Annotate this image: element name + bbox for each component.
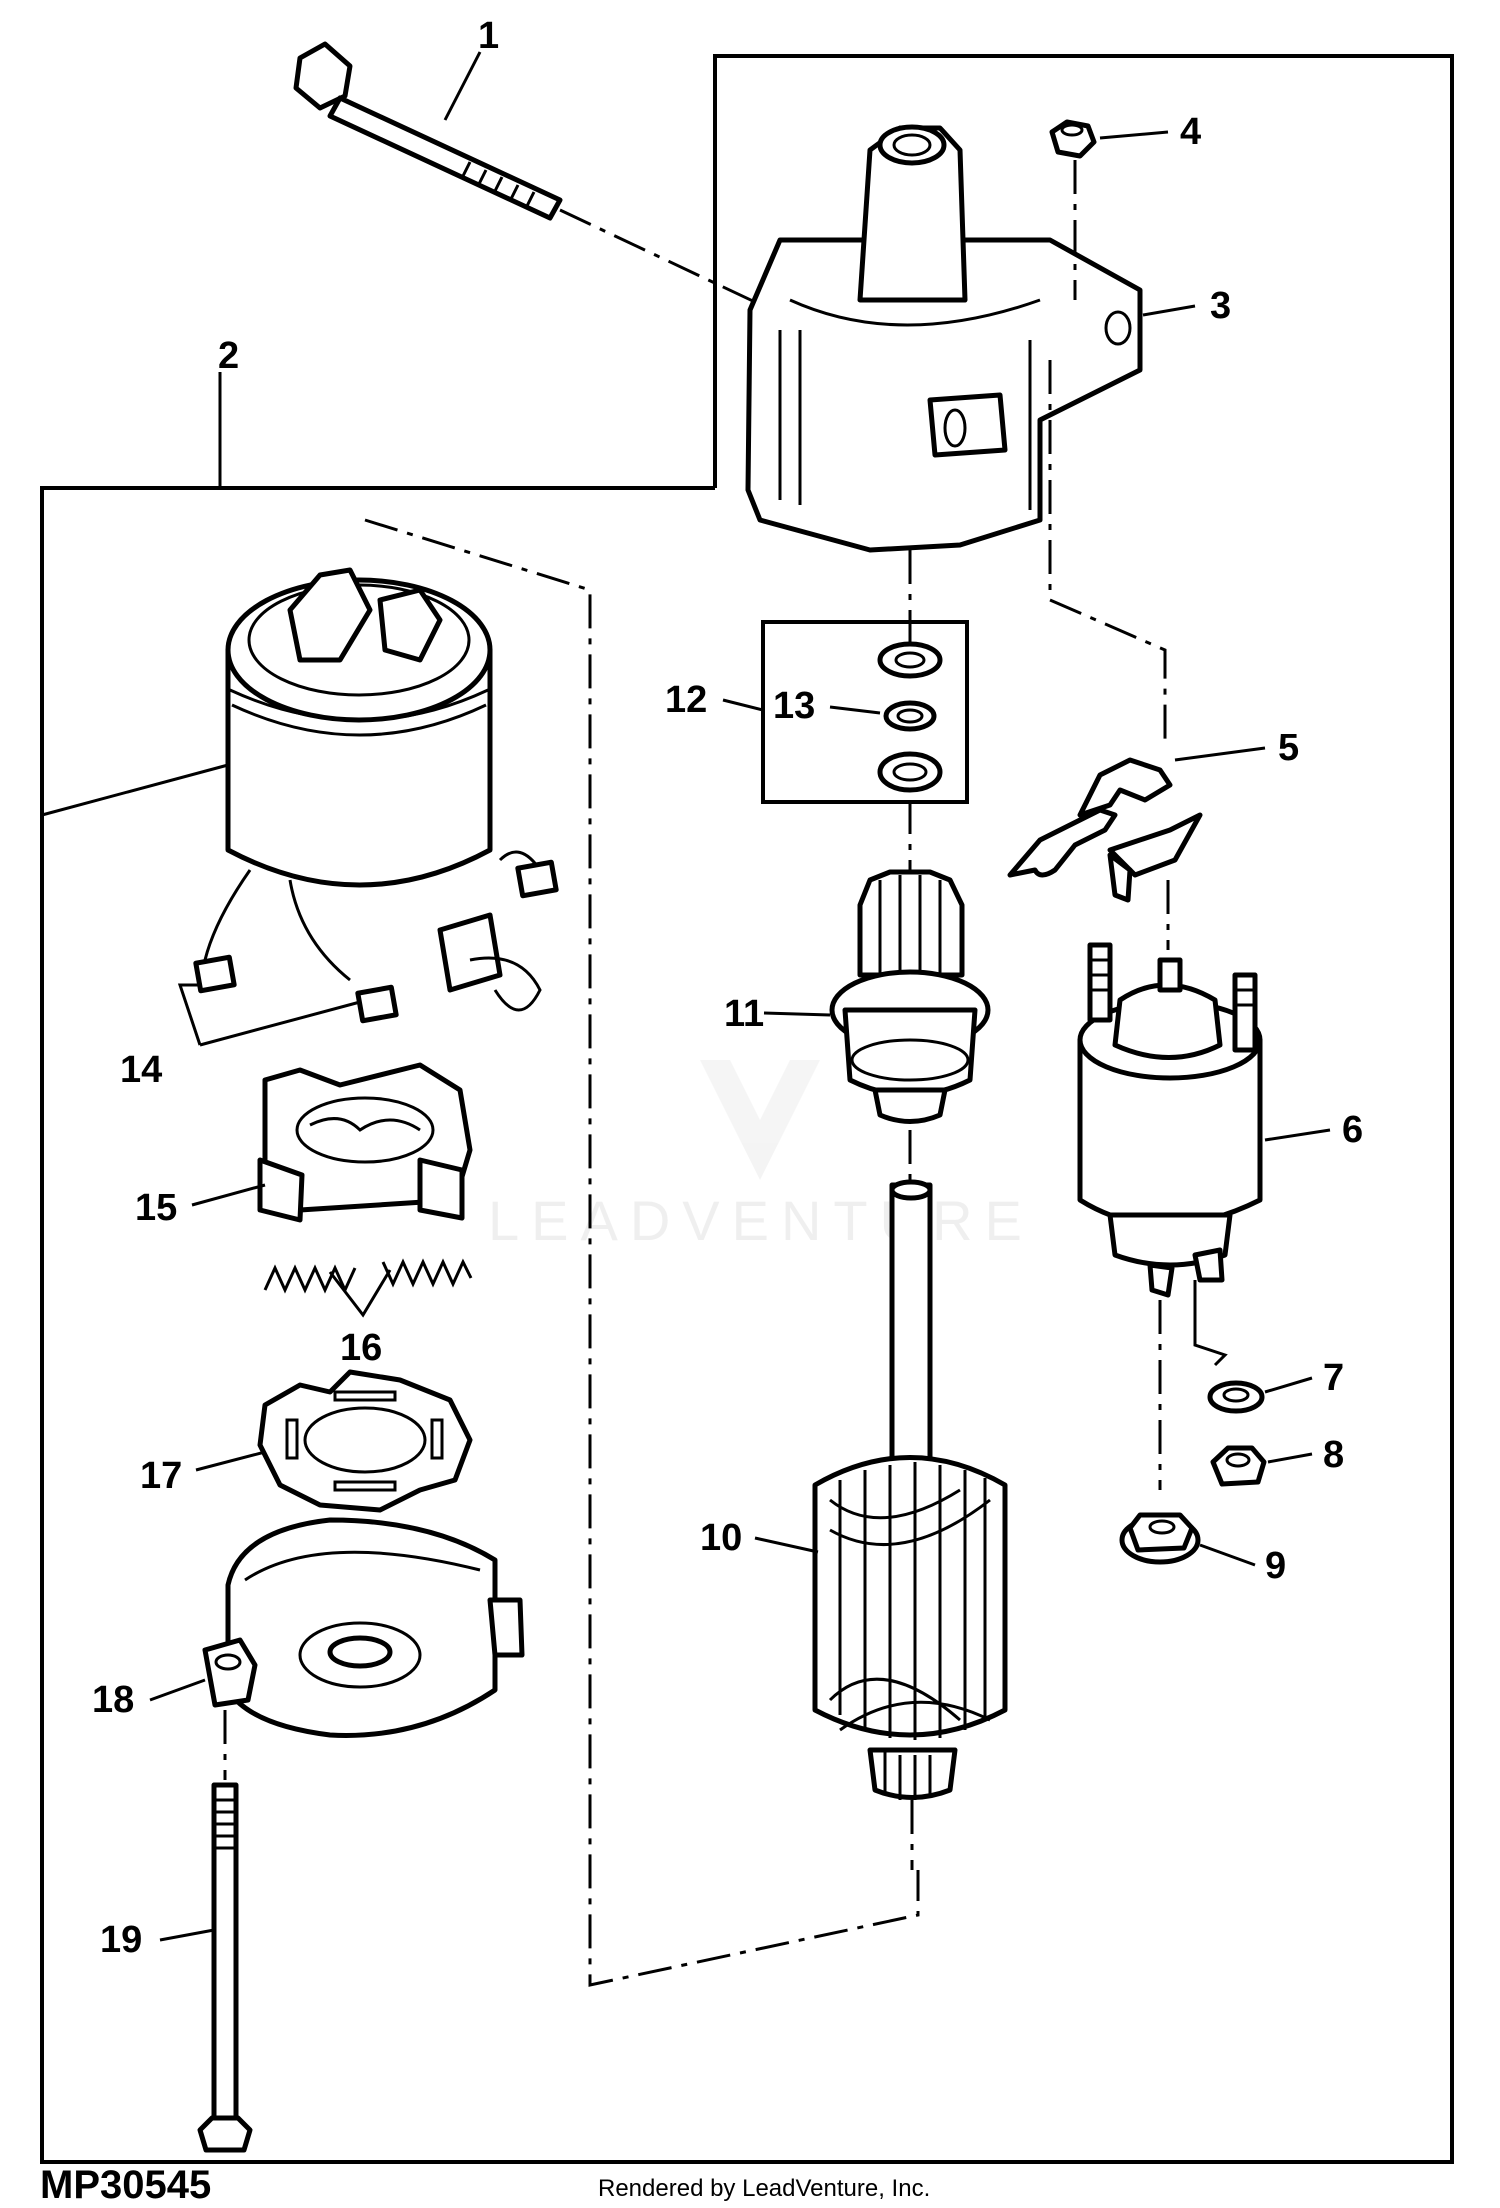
part-7-washer (1207, 1380, 1265, 1414)
callout-3: 3 (1210, 285, 1231, 327)
callout-1: 1 (478, 15, 499, 57)
part-4-nut (1048, 119, 1167, 745)
part-16-springs (263, 1258, 473, 1318)
callout-4: 4 (1180, 111, 1201, 153)
part-15-brush-holder (257, 1062, 473, 1223)
part-11-pinion-clutch (829, 869, 991, 1180)
assembly-group-frames (40, 54, 1454, 2164)
callout-17: 17 (140, 1455, 182, 1497)
callout-16: 16 (340, 1327, 382, 1369)
part-3-drive-housing (745, 124, 1143, 650)
part-2-field-frame (193, 567, 559, 1024)
callout-14: 14 (120, 1049, 162, 1091)
callout-7: 7 (1323, 1357, 1344, 1399)
callout-leaders (41, 51, 1331, 1942)
callout-2: 2 (218, 335, 239, 377)
leadventure-watermark: LEADVENTURE (488, 1060, 1034, 1252)
figure-code: MP30545 (40, 2163, 211, 2207)
part-10-armature (812, 1179, 1008, 1870)
callout-11: 11 (724, 993, 764, 1035)
part-17-brush-plate (257, 1369, 473, 1513)
watermark-text: LEADVENTURE (488, 1189, 1034, 1252)
part-19-through-bolt (197, 1710, 253, 2153)
callout-8: 8 (1323, 1434, 1344, 1476)
callout-6: 6 (1342, 1109, 1363, 1151)
callout-13: 13 (773, 685, 815, 727)
part-6-solenoid (1077, 942, 1263, 1490)
callout-15: 15 (135, 1187, 177, 1229)
part-5-shift-lever (1007, 757, 1203, 950)
part-9-flange-nut (1119, 1512, 1201, 1565)
render-credit: Rendered by LeadVenture, Inc. (598, 2175, 930, 2202)
callout-18: 18 (92, 1679, 134, 1721)
part-8-nut (1210, 1445, 1267, 1487)
callout-5: 5 (1278, 727, 1299, 769)
callout-10: 10 (700, 1517, 742, 1559)
callout-9: 9 (1265, 1545, 1286, 1587)
part-1-bolt (293, 41, 756, 304)
callout-19: 19 (100, 1919, 142, 1961)
part-18-end-cover (202, 1517, 525, 1738)
parts-12-13-inset (761, 620, 969, 870)
callout-12: 12 (665, 679, 707, 721)
callout-labels: 1 2 3 4 5 6 7 8 9 10 11 12 13 14 15 16 1… (92, 15, 1363, 1961)
